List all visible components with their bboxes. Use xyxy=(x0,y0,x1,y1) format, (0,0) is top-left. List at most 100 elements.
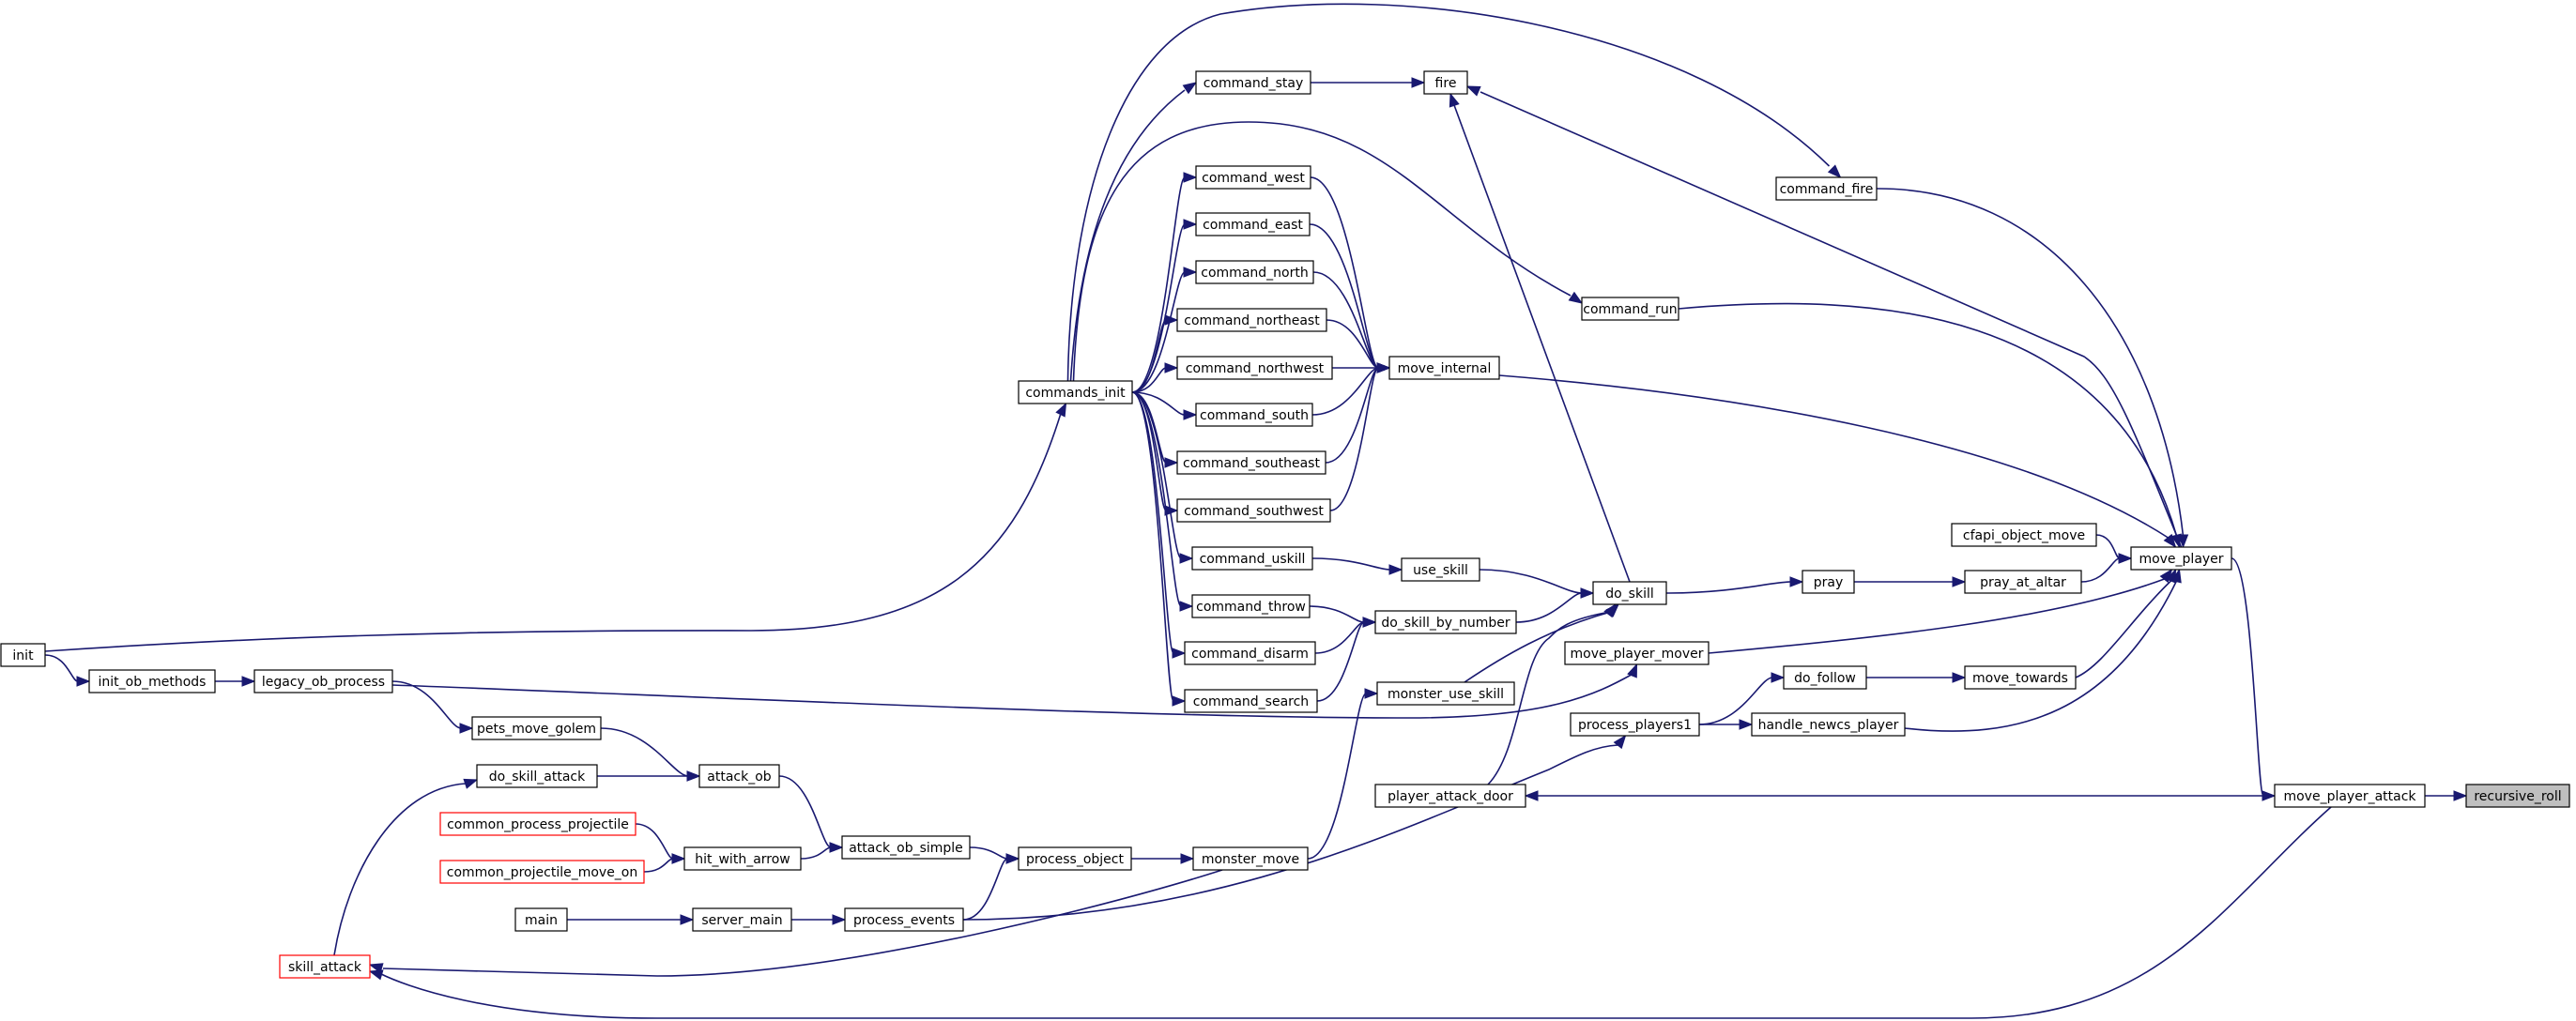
node-process-object[interactable]: process_object xyxy=(1018,846,1132,871)
edge-skill-attack-to-do-skill-attack xyxy=(333,778,479,956)
node-command-uskill[interactable]: command_uskill xyxy=(1191,546,1313,571)
node-pets-move-golem[interactable]: pets_move_golem xyxy=(471,716,602,740)
edge-legacy-ob-process-to-pets-move-golem xyxy=(391,680,474,734)
edge-arrowhead xyxy=(1739,719,1754,730)
node-main[interactable]: main xyxy=(514,907,568,932)
edge-line xyxy=(1131,176,1186,393)
node-command-east[interactable]: command_east xyxy=(1195,212,1311,236)
node-do-skill-attack[interactable]: do_skill_attack xyxy=(476,764,598,788)
node-fire[interactable]: fire xyxy=(1423,70,1468,95)
node-attack-ob[interactable]: attack_ob xyxy=(698,764,780,788)
node-box xyxy=(1783,665,1867,690)
node-command-southeast[interactable]: command_southeast xyxy=(1176,450,1326,475)
node-box xyxy=(471,716,602,740)
node-command-disarm[interactable]: command_disarm xyxy=(1184,641,1316,665)
node-command-search[interactable]: command_search xyxy=(1184,689,1318,713)
edge-init-ob-methods-to-legacy-ob-process xyxy=(214,676,256,687)
node-init[interactable]: init xyxy=(0,643,46,667)
edge-arrowhead xyxy=(1179,601,1194,612)
node-box xyxy=(1195,212,1311,236)
edge-line xyxy=(1131,391,1182,559)
edge-command-west-to-move-internal xyxy=(1310,176,1391,373)
edge-line xyxy=(1311,557,1391,571)
node-commands-init[interactable]: commands_init xyxy=(1018,380,1133,404)
edge-arrowhead xyxy=(1005,853,1020,864)
edge-common-projectile-move-on-to-hit-with-arrow xyxy=(643,853,686,873)
node-box xyxy=(841,835,971,860)
node-move-towards[interactable]: move_towards xyxy=(1964,665,2077,690)
node-monster-move[interactable]: monster_move xyxy=(1192,846,1309,871)
edge-do-skill-to-fire xyxy=(1449,92,1631,583)
edge-arrowhead xyxy=(1364,688,1379,699)
node-command-northeast[interactable]: command_northeast xyxy=(1176,308,1327,332)
node-box xyxy=(1195,70,1311,95)
edge-arrowhead xyxy=(671,853,686,864)
node-label: move_player xyxy=(2139,552,2223,567)
edge-arrowhead xyxy=(1952,576,1967,587)
node-label: command_southeast xyxy=(1183,456,1320,471)
edge-command-stay-to-fire xyxy=(1311,77,1426,88)
node-label: hit_with_arrow xyxy=(695,852,790,867)
node-recursive-roll[interactable]: recursive_roll xyxy=(2465,784,2570,808)
node-handle-newcs-player[interactable]: handle_newcs_player xyxy=(1751,712,1906,737)
node-common-projectile-move-on[interactable]: common_projectile_move_on xyxy=(439,860,645,884)
node-command-stay[interactable]: command_stay xyxy=(1195,70,1311,95)
node-label: command_stay xyxy=(1204,76,1304,91)
node-common-process-projectile[interactable]: common_process_projectile xyxy=(439,812,636,836)
node-label: command_disarm xyxy=(1191,647,1309,662)
node-skill-attack[interactable]: skill_attack xyxy=(279,954,371,979)
edge-line xyxy=(1329,367,1379,511)
edge-arrowhead xyxy=(1388,564,1403,575)
node-box xyxy=(2465,784,2570,808)
node-process-players1[interactable]: process_players1 xyxy=(1570,712,1700,737)
edge-arrowhead xyxy=(1172,695,1187,707)
node-command-south[interactable]: command_south xyxy=(1195,403,1313,427)
edge-line xyxy=(1310,176,1379,369)
node-use-skill[interactable]: use_skill xyxy=(1401,557,1480,582)
edge-line xyxy=(1678,302,2178,537)
node-move-internal[interactable]: move_internal xyxy=(1388,356,1500,380)
node-legacy-ob-process[interactable]: legacy_ob_process xyxy=(253,669,393,693)
node-label: move_player_attack xyxy=(2283,789,2416,804)
node-label: do_skill_by_number xyxy=(1381,616,1510,631)
node-attack-ob-simple[interactable]: attack_ob_simple xyxy=(841,835,971,860)
node-do-follow[interactable]: do_follow xyxy=(1783,665,1867,690)
node-box xyxy=(1592,581,1667,605)
node-command-fire[interactable]: command_fire xyxy=(1775,176,1878,201)
edge-arrowhead xyxy=(76,676,91,687)
node-monster-use-skill[interactable]: monster_use_skill xyxy=(1376,681,1515,706)
node-command-southwest[interactable]: command_southwest xyxy=(1176,498,1331,523)
edge-line xyxy=(643,858,674,873)
node-player-attack-door[interactable]: player_attack_door xyxy=(1374,784,1526,808)
node-init-ob-methods[interactable]: init_ob_methods xyxy=(88,669,216,693)
edge-arrowhead xyxy=(1180,853,1195,864)
edge-line xyxy=(1066,3,1831,382)
node-move-player[interactable]: move_player xyxy=(2130,546,2232,571)
node-box xyxy=(1951,523,2097,547)
node-do-skill[interactable]: do_skill xyxy=(1592,581,1667,605)
node-box xyxy=(1195,165,1311,190)
edge-line xyxy=(1698,677,1773,725)
edge-arrowhead xyxy=(2163,533,2177,549)
node-move-player-attack[interactable]: move_player_attack xyxy=(2274,784,2426,808)
node-move-player-mover[interactable]: move_player_mover xyxy=(1564,641,1710,665)
node-command-throw[interactable]: command_throw xyxy=(1191,594,1311,618)
node-server-main[interactable]: server_main xyxy=(692,907,792,932)
node-label: main xyxy=(525,913,558,928)
node-do-skill-by-number[interactable]: do_skill_by_number xyxy=(1374,610,1517,634)
node-pray-at-altar[interactable]: pray_at_altar xyxy=(1964,570,2082,594)
edge-arrowhead xyxy=(829,842,844,853)
edge-arrowhead xyxy=(1465,85,1481,97)
node-process-events[interactable]: process_events xyxy=(844,907,964,932)
node-box xyxy=(1388,356,1500,380)
node-label: pray xyxy=(1814,575,1844,590)
node-command-northwest[interactable]: command_northwest xyxy=(1176,356,1333,380)
edge-commands-init-to-command-west xyxy=(1131,172,1198,393)
node-pray[interactable]: pray xyxy=(1802,570,1855,594)
node-command-north[interactable]: command_north xyxy=(1195,260,1314,284)
node-hit-with-arrow[interactable]: hit_with_arrow xyxy=(683,846,802,871)
edge-line xyxy=(382,869,1223,977)
node-command-west[interactable]: command_west xyxy=(1195,165,1311,190)
node-cfapi-object-move[interactable]: cfapi_object_move xyxy=(1951,523,2097,547)
node-command-run[interactable]: command_run xyxy=(1581,297,1679,321)
